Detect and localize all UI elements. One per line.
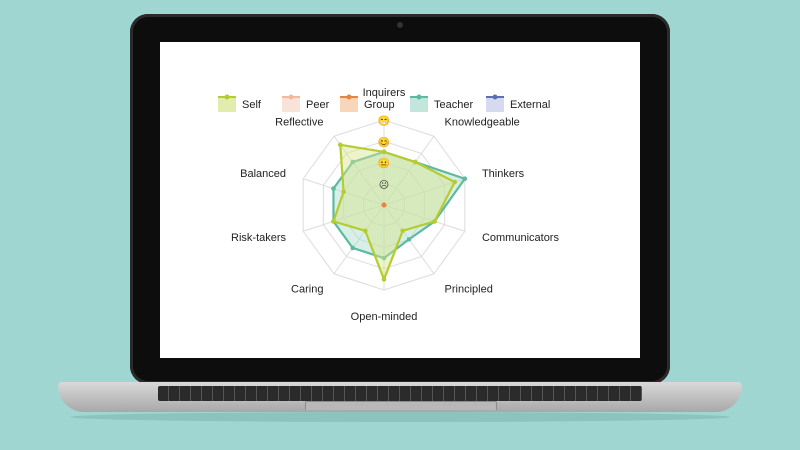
series-self-point: [452, 179, 458, 185]
series-self-point: [341, 189, 346, 195]
scale-icon: 😐: [378, 158, 390, 170]
legend-group-swatch: [340, 96, 358, 112]
legend-self-dot: [224, 94, 230, 100]
scale-icon: 😊: [378, 136, 390, 148]
chart-legend: Self Peer Group Teacher External: [218, 94, 550, 112]
webcam-icon: [397, 22, 403, 28]
series-teacher-point: [406, 237, 412, 242]
axis-labels: InquirersKnowledgeableThinkersCommunicat…: [231, 87, 559, 323]
grid-spoke: [333, 204, 385, 275]
series-teacher-point: [462, 176, 468, 182]
legend-teacher-dot: [416, 94, 422, 100]
legend-external-swatch: [486, 96, 504, 112]
series-self-point: [337, 142, 343, 148]
grid-spoke: [383, 204, 465, 232]
grid-spoke: [383, 135, 435, 206]
trackpad: [305, 401, 497, 410]
legend-teacher-label: Teacher: [434, 99, 473, 111]
legend-teacher-swatch: [410, 96, 428, 112]
laptop-base: [58, 382, 742, 412]
legend-self-label: Self: [242, 99, 262, 111]
radar-chart: Self Peer Group Teacher External InquirersKn…: [218, 87, 559, 323]
scale-icon: 😁: [378, 115, 390, 127]
series-teacher-point: [381, 255, 387, 261]
series-self-point: [331, 219, 336, 224]
scale-icons: 😁 😊 😐 ☹: [378, 115, 390, 191]
legend-group-dot: [346, 94, 352, 100]
legend-external-dot: [492, 94, 498, 100]
legend-group-label: Group: [364, 99, 395, 111]
series-teacher-point: [350, 245, 356, 251]
laptop-shadow: [70, 412, 730, 422]
axis-label: Balanced: [240, 168, 286, 180]
radar-series: [331, 142, 468, 282]
series-self-point: [400, 228, 406, 234]
radar-grid: [302, 119, 466, 291]
axis-label: Risk-takers: [231, 232, 287, 244]
legend-peer-dot: [288, 94, 294, 100]
legend-self-swatch: [218, 96, 236, 112]
series-group-point: [381, 202, 387, 208]
series-self-point: [381, 149, 387, 155]
axis-label: Thinkers: [482, 168, 525, 180]
legend-external-label: External: [510, 99, 550, 111]
grid-spoke: [383, 178, 465, 206]
axis-label: Knowledgeable: [445, 117, 520, 129]
series-teacher-point: [350, 159, 356, 165]
grid-spoke: [333, 135, 385, 206]
axis-label: Inquirers: [363, 87, 406, 99]
axis-label: Caring: [291, 283, 323, 295]
axis-label: Open-minded: [351, 311, 418, 323]
legend-peer-swatch: [282, 96, 300, 112]
axis-label: Communicators: [482, 232, 560, 244]
scale-icon: ☹: [379, 179, 389, 191]
legend-peer-label: Peer: [306, 99, 330, 111]
series-self-point: [412, 159, 418, 165]
series-self-point: [432, 219, 437, 224]
grid-spoke: [303, 204, 385, 232]
axis-label: Principled: [445, 283, 493, 295]
series-self-point: [381, 277, 387, 282]
axis-label: Reflective: [275, 117, 323, 129]
series-teacher-point: [331, 186, 336, 191]
keyboard: [158, 386, 642, 401]
series-self-area: [332, 143, 456, 281]
series-self-point: [362, 228, 368, 234]
